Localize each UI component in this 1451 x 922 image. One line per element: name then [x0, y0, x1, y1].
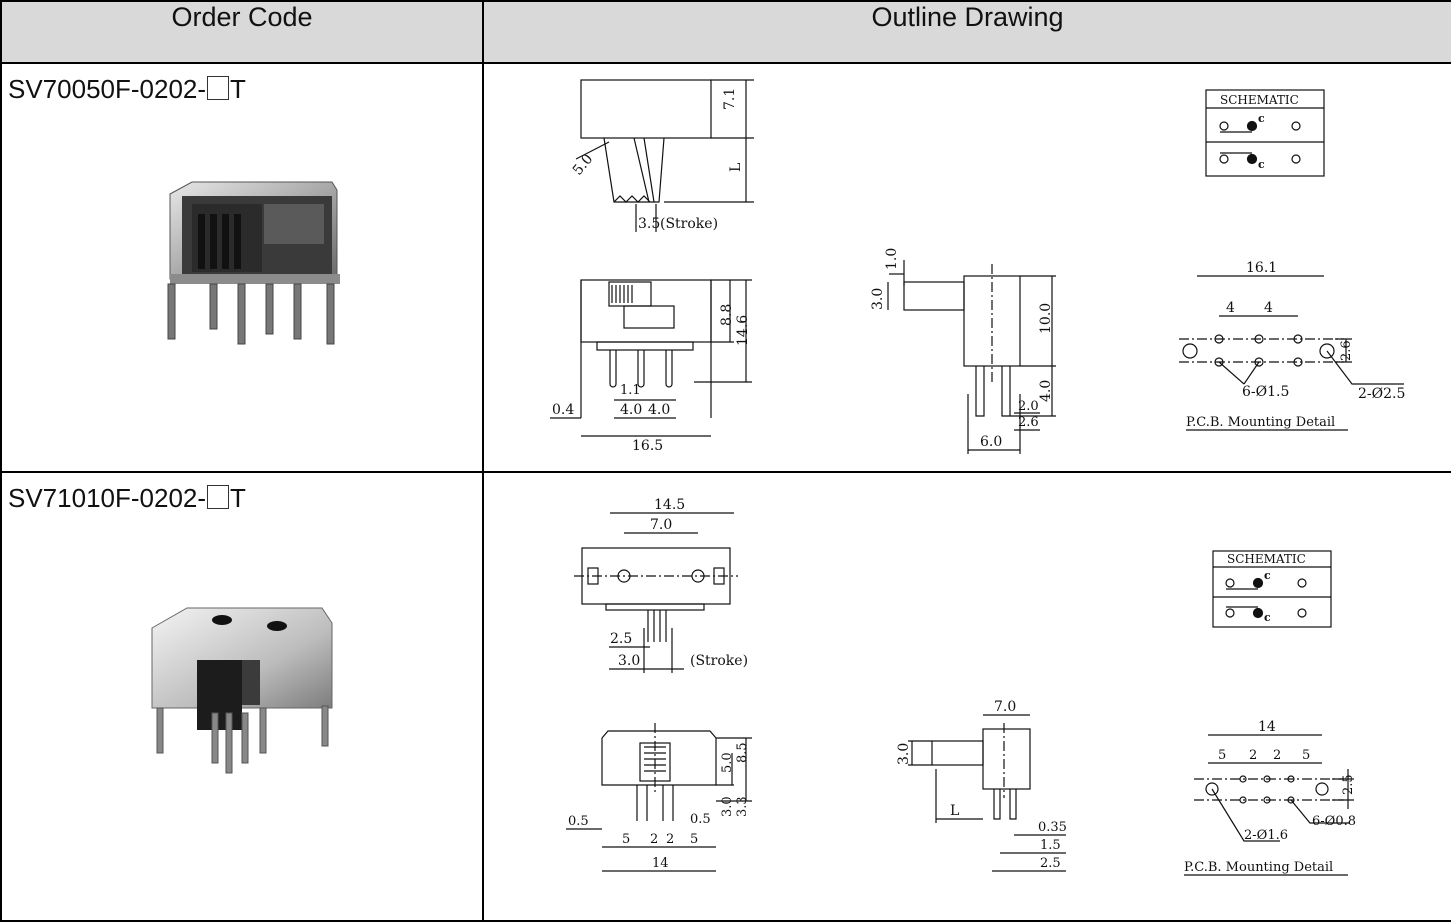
side-view-body — [963, 275, 1021, 367]
svg-text:5: 5 — [690, 832, 698, 847]
table-row: SV71010F-0202-T 14.5 — [0, 471, 1451, 922]
svg-text:0.4: 0.4 — [552, 402, 574, 418]
svg-text:3.0: 3.0 — [720, 796, 735, 817]
svg-text:2: 2 — [1249, 748, 1257, 763]
svg-text:7.0: 7.0 — [650, 517, 672, 533]
schematic-box — [1205, 89, 1325, 177]
switch-photo — [167, 181, 340, 345]
svg-text:6-Ø0.8: 6-Ø0.8 — [1312, 814, 1356, 829]
svg-text:2.5: 2.5 — [610, 631, 632, 647]
schematic-box — [1212, 550, 1332, 628]
order-code: SV70050F-0202-T — [8, 74, 246, 104]
svg-text:2: 2 — [666, 832, 674, 847]
option-box — [207, 76, 230, 100]
svg-text:6.0: 6.0 — [980, 434, 1002, 450]
front-view-body — [601, 730, 717, 786]
svg-text:3.0: 3.0 — [870, 288, 886, 310]
dim-angle: 5.0 — [570, 151, 597, 178]
pcb-caption: P.C.B. Mounting Detail — [1184, 860, 1333, 875]
svg-text:3.3: 3.3 — [735, 796, 750, 817]
front-view-body — [580, 279, 712, 343]
svg-text:5: 5 — [1218, 748, 1226, 763]
side-view-body — [982, 728, 1031, 790]
schematic-title: SCHEMATIC — [1227, 552, 1306, 566]
svg-text:4.0: 4.0 — [648, 402, 670, 418]
svg-text:(Stroke): (Stroke) — [690, 653, 748, 669]
svg-text:8.5: 8.5 — [735, 742, 750, 763]
svg-text:10.0: 10.0 — [1038, 303, 1054, 334]
order-code-cell: SV71010F-0202-T — [0, 471, 484, 922]
dim-height: 7.1 — [722, 88, 738, 110]
svg-text:2.5: 2.5 — [1040, 856, 1061, 871]
header-order-code: Order Code — [0, 0, 484, 64]
svg-text:c: c — [1258, 112, 1265, 125]
svg-text:7.0: 7.0 — [994, 699, 1016, 715]
svg-text:5: 5 — [1302, 748, 1310, 763]
svg-text:0.5: 0.5 — [568, 814, 589, 829]
svg-text:4.0: 4.0 — [620, 402, 642, 418]
svg-text:4: 4 — [1264, 300, 1273, 316]
dim-length: L — [728, 163, 744, 172]
header-row: Order Code Outline Drawing — [0, 0, 1451, 64]
option-box — [207, 485, 230, 509]
svg-text:c: c — [1264, 569, 1271, 582]
svg-text:0.5: 0.5 — [690, 812, 711, 827]
svg-text:16.5: 16.5 — [632, 438, 663, 454]
svg-text:c: c — [1258, 158, 1265, 171]
outline-drawing-cell: 7.1 L 5.0 3.5 (Stroke) SCHEMATIC c c — [482, 62, 1451, 473]
table-row: SV70050F-0202-T — [0, 62, 1451, 473]
svg-text:1.1: 1.1 — [620, 383, 641, 398]
svg-text:1.5: 1.5 — [1040, 838, 1061, 853]
outline-drawing-cell: 14.5 7.0 2.5 3.0 (Stroke) SCHEMATIC — [482, 471, 1451, 922]
svg-text:5.0: 5.0 — [720, 752, 735, 773]
svg-text:2-Ø2.5: 2-Ø2.5 — [1358, 386, 1405, 402]
svg-text:14.5: 14.5 — [654, 497, 685, 513]
pcb-caption: P.C.B. Mounting Detail — [1186, 415, 1335, 430]
schematic-title: SCHEMATIC — [1220, 93, 1299, 107]
svg-text:6-Ø1.5: 6-Ø1.5 — [1242, 384, 1289, 400]
header-outline-drawing: Outline Drawing — [482, 0, 1451, 64]
svg-text:16.1: 16.1 — [1246, 260, 1277, 276]
top-view-body — [580, 79, 712, 139]
svg-text:c: c — [1264, 611, 1271, 624]
svg-text:2: 2 — [1273, 748, 1281, 763]
switch-photo — [151, 607, 333, 774]
outline-drawing-1: 7.1 L 5.0 3.5 (Stroke) SCHEMATIC c c — [550, 79, 1405, 454]
svg-text:14: 14 — [652, 856, 669, 871]
svg-text:2-Ø1.6: 2-Ø1.6 — [1244, 828, 1288, 843]
svg-text:3.0: 3.0 — [896, 743, 912, 765]
svg-text:5: 5 — [622, 832, 630, 847]
svg-text:2.6: 2.6 — [1339, 340, 1354, 361]
order-code: SV71010F-0202-T — [8, 483, 246, 513]
svg-text:14: 14 — [1258, 719, 1276, 735]
svg-text:L: L — [950, 803, 959, 819]
svg-text:2.6: 2.6 — [1018, 415, 1039, 430]
order-code-cell: SV70050F-0202-T — [0, 62, 484, 473]
svg-text:2.5: 2.5 — [1341, 774, 1356, 795]
svg-text:1.0: 1.0 — [884, 248, 900, 270]
svg-text:8.8: 8.8 — [719, 304, 735, 326]
svg-text:0.35: 0.35 — [1038, 820, 1067, 835]
svg-text:3.0: 3.0 — [618, 653, 640, 669]
stroke-label: (Stroke) — [660, 216, 718, 232]
outline-drawing-2: 14.5 7.0 2.5 3.0 (Stroke) SCHEMATIC — [566, 497, 1356, 876]
dim-stroke: 3.5 — [638, 216, 660, 232]
svg-text:4.0: 4.0 — [1038, 380, 1054, 402]
svg-text:2: 2 — [650, 832, 658, 847]
svg-text:14.6: 14.6 — [735, 315, 751, 346]
svg-text:4: 4 — [1226, 300, 1235, 316]
svg-text:2.0: 2.0 — [1018, 399, 1039, 414]
